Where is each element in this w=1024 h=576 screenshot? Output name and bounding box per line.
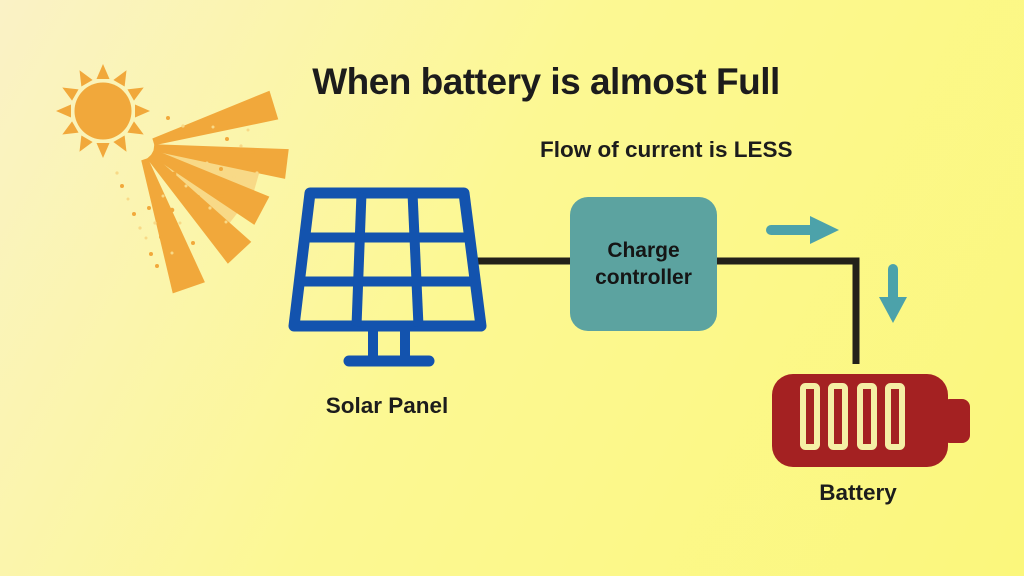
sun-speckles-light [115,124,259,255]
arrow-down-icon [879,264,907,323]
sun-speckles [120,116,255,268]
charge-controller-label-line2: controller [595,266,692,289]
sun-rays [141,90,289,294]
charge-controller-box: Charge controller [570,197,717,331]
charge-controller-label-line1: Charge [607,238,680,262]
battery-label: Battery [819,480,897,505]
battery-cell [828,383,848,450]
solar-panel-label: Solar Panel [325,393,449,418]
battery-icon [772,374,970,467]
solar-panel-icon [288,187,487,367]
arrow-right-icon [766,216,839,244]
battery-cell [857,383,877,450]
battery-terminal [942,399,970,443]
sun-icon [56,64,289,294]
page-title: When battery is almost Full [312,61,780,102]
battery-cell [885,383,905,450]
battery-cell [800,383,820,450]
flow-note: Flow of current is LESS [540,137,793,162]
